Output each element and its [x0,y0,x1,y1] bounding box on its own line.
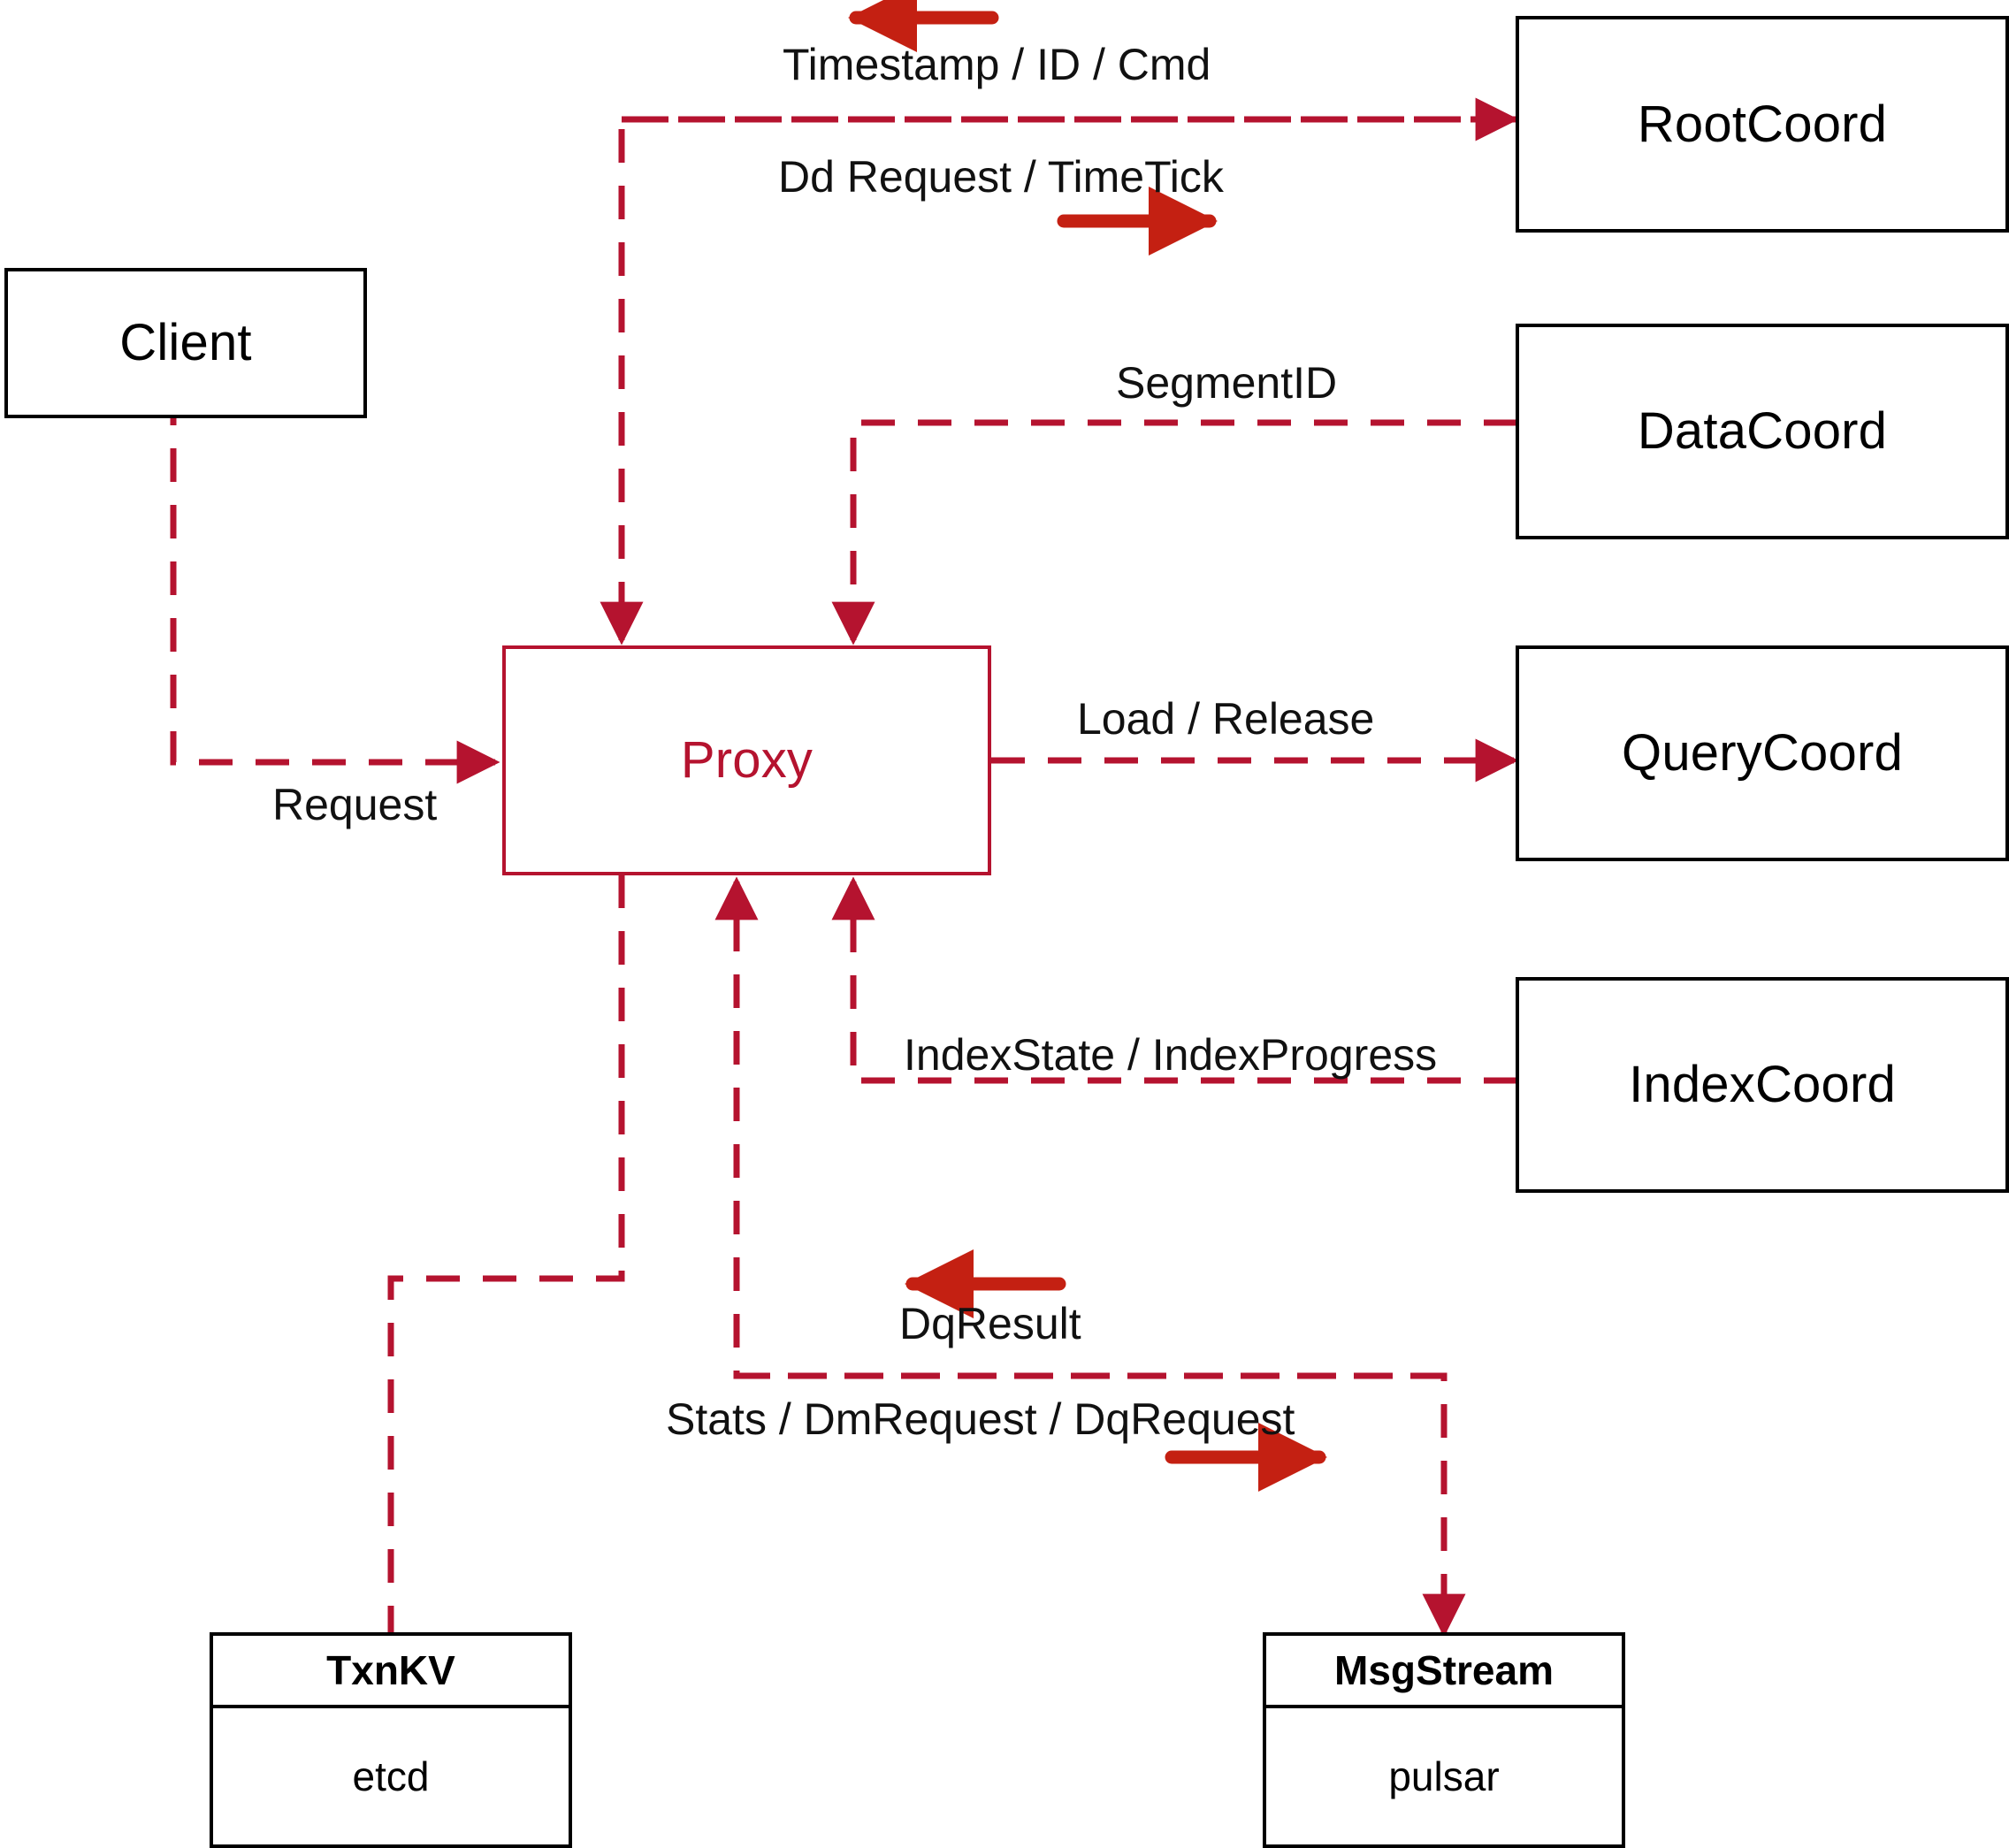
wire-proxy-msgstream [737,1372,1466,1638]
wire-msgstream-proxy [714,876,1444,1379]
node-indexcoord-label: IndexCoord [1629,1056,1896,1113]
node-datacoord[interactable]: DataCoord [1516,324,2009,539]
node-client-label: Client [119,314,252,371]
wire-proxy-txnkv [387,874,625,1632]
node-msgstream-impl: pulsar [1388,1753,1500,1799]
node-txnkv-body: etcd [213,1708,569,1844]
edge-label-request: Request [272,780,438,829]
node-msgstream-title: MsgStream [1334,1647,1554,1693]
edge-label-segmentid: SegmentID [1116,358,1338,408]
node-txnkv-header: TxnKV [213,1636,569,1708]
edge-label-timestamp: Timestamp / ID / Cmd [783,40,1211,89]
node-msgstream[interactable]: MsgStream pulsar [1263,1632,1625,1848]
node-querycoord[interactable]: QueryCoord [1516,645,2009,861]
node-msgstream-body: pulsar [1266,1708,1622,1844]
node-proxy[interactable]: Proxy [502,645,991,875]
wire-indexcoord-proxy [831,876,1517,1084]
node-proxy-label: Proxy [680,731,814,789]
node-txnkv[interactable]: TxnKV etcd [210,1632,572,1848]
edge-label-dqresult: DqResult [899,1299,1081,1348]
dashed-connectors [170,97,1519,1638]
node-rootcoord-label: RootCoord [1637,95,1888,153]
node-datacoord-label: DataCoord [1637,402,1888,460]
edge-label-indexstate: IndexState / IndexProgress [904,1030,1438,1080]
node-txnkv-impl: etcd [352,1753,430,1799]
node-msgstream-header: MsgStream [1266,1636,1622,1708]
direction-arrows [847,0,1328,1493]
node-txnkv-title: TxnKV [326,1647,455,1693]
wire-datacoord-proxy [831,419,1517,645]
node-client[interactable]: Client [4,268,367,418]
edge-label-loadrelease: Load / Release [1077,694,1375,744]
node-rootcoord[interactable]: RootCoord [1516,16,2009,233]
edge-label-dmrequest: Stats / DmRequest / DqRequest [666,1394,1295,1444]
edge-label-ddrequest: Dd Request / TimeTick [778,152,1224,202]
node-querycoord-label: QueryCoord [1622,724,1903,782]
wire-client-proxy [170,392,500,784]
node-indexcoord[interactable]: IndexCoord [1516,977,2009,1193]
